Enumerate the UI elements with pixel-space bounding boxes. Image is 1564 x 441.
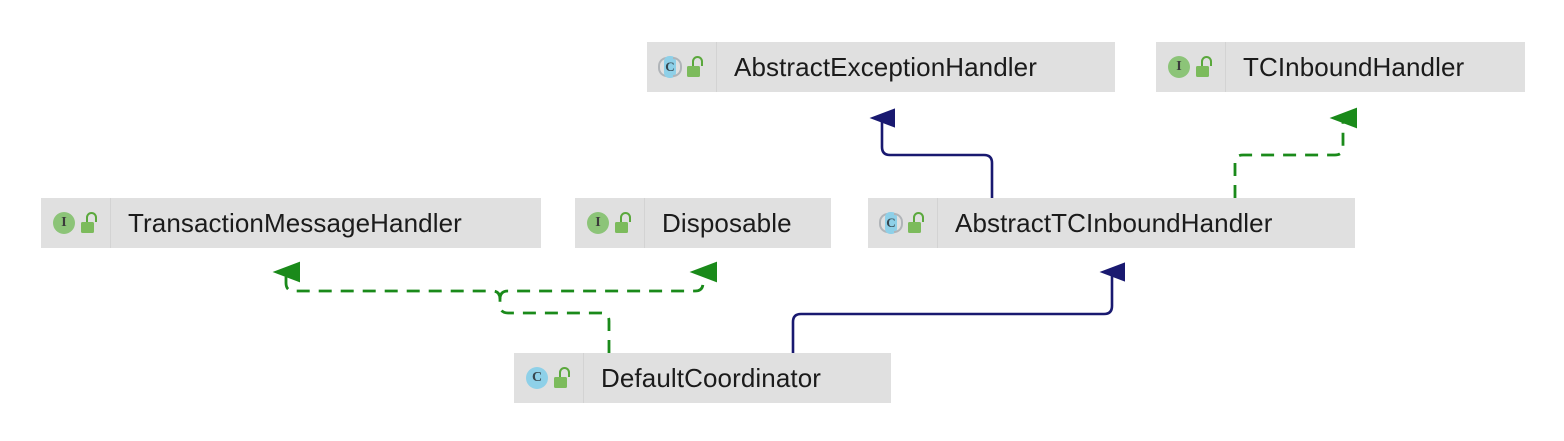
class-node-label: DefaultCoordinator (601, 363, 822, 393)
abstract-class-icon-glyph: C (665, 59, 675, 74)
edge-abstract-tc-inbound-handler-extends-abstract-exception-handler (869, 108, 994, 198)
node-icon-group: I (41, 198, 111, 248)
abstract-class-icon-glyph: C (886, 215, 896, 230)
edge-abstract-tc-inbound-handler-implements-tc-inbound-handler (1233, 107, 1357, 198)
class-node-label: Disposable (662, 208, 792, 238)
edge-default-coordinator-implements-disposable (498, 261, 717, 300)
class-node-label: AbstractExceptionHandler (734, 52, 1037, 82)
node-icon-group: C (868, 198, 938, 248)
class-node-disposable[interactable]: I Disposable (575, 198, 831, 248)
unlocked-padlock-icon (1196, 56, 1216, 78)
interface-icon-glyph: I (61, 215, 67, 230)
class-node-tc-inbound-handler[interactable]: I TCInboundHandler (1156, 42, 1525, 92)
node-icon-group: C (514, 353, 584, 403)
node-icon-group: I (1156, 42, 1226, 92)
class-icon: C (525, 366, 549, 390)
class-node-label: AbstractTCInboundHandler (955, 208, 1273, 238)
class-icon-glyph: C (531, 370, 543, 385)
abstract-class-icon: C (658, 55, 682, 79)
interface-icon: I (52, 211, 76, 235)
unlocked-padlock-icon (554, 367, 574, 389)
edge-default-coordinator-extends-abstract-tc-inbound-handler (791, 262, 1125, 353)
unlocked-padlock-icon (81, 212, 101, 234)
node-icon-group: C (647, 42, 717, 92)
class-node-default-coordinator[interactable]: C DefaultCoordinator (514, 353, 891, 403)
class-node-abstract-exception-handler[interactable]: C AbstractExceptionHandler (647, 42, 1115, 92)
interface-icon-glyph: I (1176, 59, 1182, 74)
class-node-label: TCInboundHandler (1243, 52, 1465, 82)
edge-default-coordinator-implements-transaction-message-handler (272, 261, 611, 353)
interface-icon: I (1167, 55, 1191, 79)
unlocked-padlock-icon (615, 212, 635, 234)
class-node-transaction-message-handler[interactable]: I TransactionMessageHandler (41, 198, 541, 248)
abstract-class-icon: C (879, 211, 903, 235)
unlocked-padlock-icon (908, 212, 928, 234)
node-icon-group: I (575, 198, 645, 248)
interface-icon-glyph: I (595, 215, 601, 230)
unlocked-padlock-icon (687, 56, 707, 78)
class-node-label: TransactionMessageHandler (128, 208, 462, 238)
interface-icon: I (586, 211, 610, 235)
class-node-abstract-tc-inbound-handler[interactable]: C AbstractTCInboundHandler (868, 198, 1355, 248)
